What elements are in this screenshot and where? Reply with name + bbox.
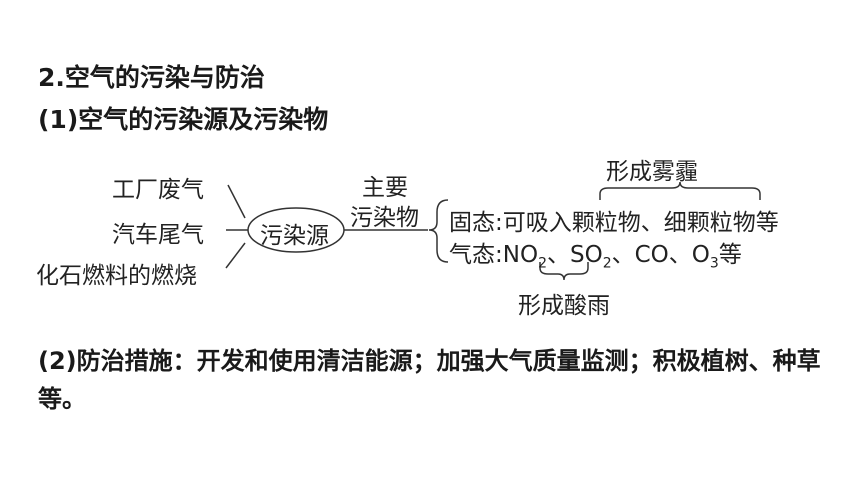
connector-factory — [227, 184, 246, 219]
gas-co: CO — [634, 242, 669, 268]
gas-row: 气态:NO2、SO2、CO、O3等 — [449, 235, 742, 272]
left-brace — [428, 199, 449, 263]
gas-o3: O3 — [691, 242, 719, 272]
solid-colon: : — [495, 210, 503, 236]
gas-no2: NO2 — [502, 242, 547, 272]
note-haze: 形成雾霾 — [606, 159, 698, 185]
center-pollution-source: 污染源 — [260, 223, 329, 249]
source-car-exhaust: 汽车尾气 — [112, 222, 204, 248]
solid-label: 固态 — [449, 210, 495, 236]
gas-sep-1: 、 — [546, 242, 570, 268]
branch-label-pollutants: 污染物 — [350, 205, 419, 231]
connector-fuel — [225, 242, 246, 269]
gas-colon: : — [495, 242, 503, 268]
section-title: 2.空气的污染与防治 — [38, 63, 265, 92]
subsection-title-sources: (1)空气的污染源及污染物 — [38, 105, 329, 134]
source-factory-exhaust: 工厂废气 — [112, 177, 204, 203]
prevention-measures: (2)防治措施：开发和使用清洁能源；加强大气质量监测；积极植树、种草等。 — [38, 347, 821, 413]
bottom-brace — [539, 262, 589, 281]
gas-sep-2: 、 — [611, 242, 635, 268]
gas-label: 气态 — [449, 242, 495, 268]
solid-row: 固态:可吸入颗粒物、细颗粒物等 — [449, 203, 779, 237]
top-brace — [599, 181, 761, 200]
solid-items: 可吸入颗粒物、细颗粒物等 — [502, 210, 779, 236]
gas-end: 等 — [718, 242, 742, 268]
gas-so2: SO2 — [569, 242, 612, 272]
branch-label-main: 主要 — [362, 175, 408, 201]
note-acid-rain: 形成酸雨 — [518, 293, 610, 319]
source-fossil-fuel: 化石燃料的燃烧 — [36, 263, 197, 289]
gas-sep-3: 、 — [668, 242, 692, 268]
